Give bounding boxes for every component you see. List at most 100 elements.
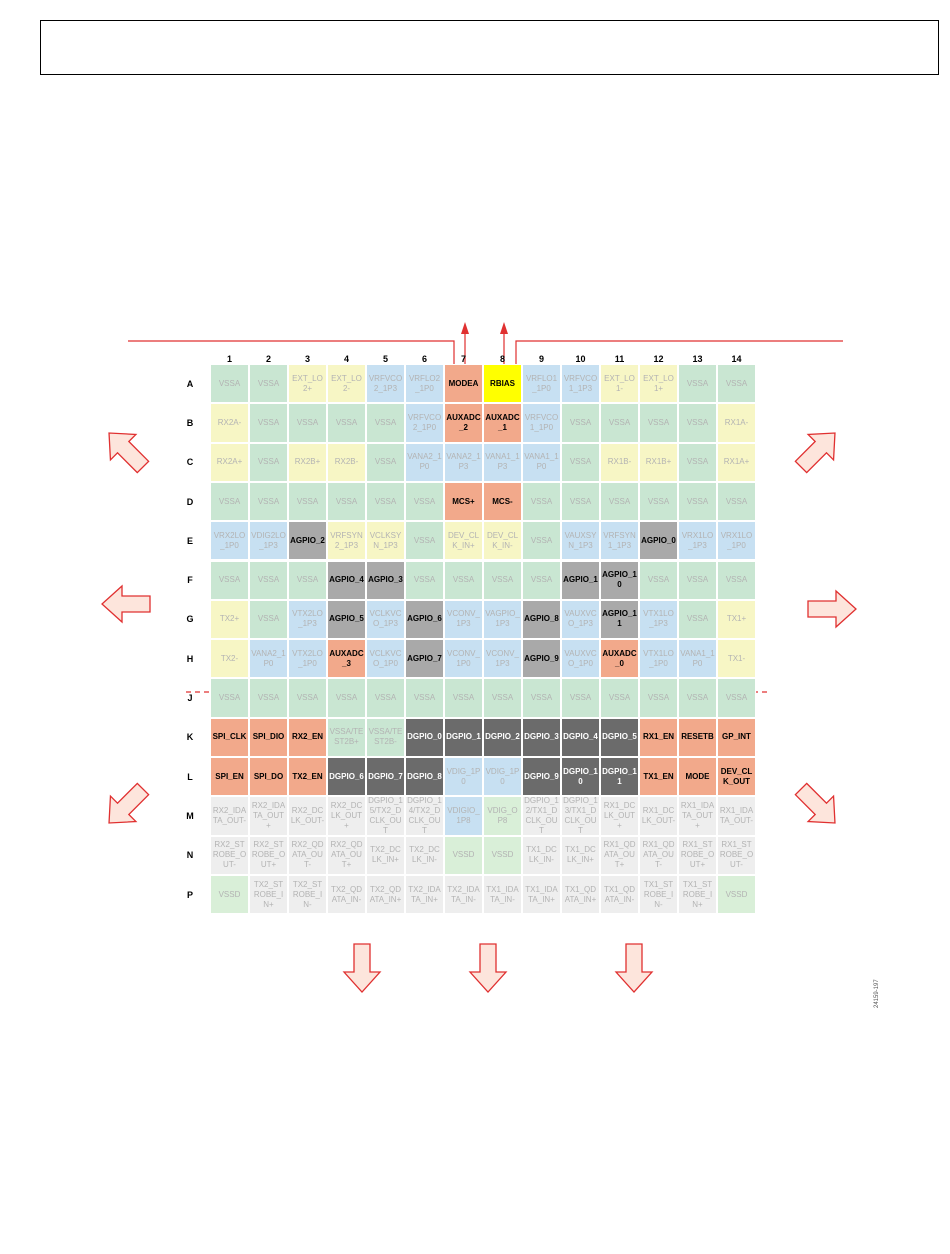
pin-cell: VSSA (522, 521, 561, 561)
arrow-down-left (108, 782, 150, 824)
pin-cell: EXT_LO1- (600, 364, 639, 404)
pin-cell: AGPIO_11 (600, 599, 639, 640)
pin-cell: AGPIO_1 (561, 560, 600, 600)
pin-cell: VSSA (483, 560, 522, 600)
row-label: D (186, 496, 194, 507)
pin-cell: AGPIO_4 (327, 560, 366, 600)
pin-cell: VSSA (561, 403, 600, 443)
pin-cell: VRFSYN2_1P3 (327, 521, 366, 561)
pin-cell: VCONV_1P3 (483, 639, 522, 679)
row-label: L (187, 771, 193, 782)
pin-cell: DGPIO_15/TX2_DCLK_OUT (366, 796, 405, 836)
arrow-down-2 (468, 943, 508, 993)
pin-cell: VANA2_1P0 (249, 639, 288, 679)
pin-cell: VRX1LO_1P0 (717, 521, 756, 561)
column-number: 2 (265, 354, 271, 364)
pin-cell: VSSA (405, 481, 444, 522)
pin-cell: VCONV_1P3 (444, 599, 483, 640)
column-number: 12 (653, 354, 664, 364)
column-number: 14 (731, 354, 742, 364)
pin-cell: RX2_IDATA_OUT+ (249, 796, 288, 836)
pin-cell: VSSA (678, 599, 717, 640)
pin-cell: SPI_DO (249, 757, 288, 797)
pin-cell: RX2_EN (288, 717, 327, 757)
pin-cell: TX1_DCLK_IN- (522, 835, 561, 875)
pin-cell: DGPIO_1 (444, 717, 483, 757)
pin-cell: VSSA (639, 678, 678, 718)
pin-cell: VANA2_1P0 (405, 442, 444, 482)
pin-cell: VSSA (678, 364, 717, 404)
pin-cell: VSSA (678, 560, 717, 600)
pin-cell: TX1_IDATA_IN+ (522, 874, 561, 915)
pin-cell: VSSA (444, 560, 483, 600)
pin-cell: RX1_QDATA_OUT- (639, 835, 678, 875)
pin-cell: TX1_IDATA_IN- (483, 874, 522, 915)
pin-cell: DGPIO_10 (561, 757, 600, 797)
pin-cell: AUXADC_3 (327, 639, 366, 679)
pin-cell: VSSA (444, 678, 483, 718)
row-label: M (186, 810, 194, 821)
pin-cell: VTX2LO_1P0 (288, 639, 327, 679)
pin-cell: VSSA (600, 481, 639, 522)
pin-cell: RX1_DCLK_OUT+ (600, 796, 639, 836)
row-label: C (186, 457, 194, 468)
pin-cell: AGPIO_2 (288, 521, 327, 561)
pin-cell: VSSA (366, 442, 405, 482)
pin-cell: VSSA (678, 481, 717, 522)
arrow-right (807, 589, 857, 629)
pin-cell: VDIGIO_1P8 (444, 796, 483, 836)
pin-cell: VSSA (327, 481, 366, 522)
pin-cell: TX2_EN (288, 757, 327, 797)
pin-cell: VAGPIO_1P3 (483, 599, 522, 640)
pin-cell: TX1- (717, 639, 756, 679)
pin-cell: AGPIO_5 (327, 599, 366, 640)
pin-cell: VSSA (249, 678, 288, 718)
column-number: 8 (499, 354, 505, 364)
pin-cell: RX2B+ (288, 442, 327, 482)
pin-cell: VSSA (210, 364, 249, 404)
pin-cell: VRX2LO_1P0 (210, 521, 249, 561)
pin-cell: VRX1LO_1P3 (678, 521, 717, 561)
row-label: A (186, 378, 194, 389)
pin-cell: VSSA (639, 560, 678, 600)
pin-cell: RX2B- (327, 442, 366, 482)
pin-cell: EXT_LO2- (327, 364, 366, 404)
pin-cell: DGPIO_12/TX1_DCLK_OUT (522, 796, 561, 836)
pin-cell: VANA1_1P0 (678, 639, 717, 679)
pin-cell: VRFSYN1_1P3 (600, 521, 639, 561)
pin-cell: DGPIO_9 (522, 757, 561, 797)
column-number: 7 (460, 354, 466, 364)
header-box (40, 20, 939, 75)
pin-cell: VSSA (405, 521, 444, 561)
pin-cell: TX2_STROBE_IN+ (249, 874, 288, 915)
pin-cell: VTX1LO_1P0 (639, 639, 678, 679)
pin-cell: TX1_STROBE_IN+ (678, 874, 717, 915)
pin-cell: VSSA (405, 678, 444, 718)
pin-cell: VDIG_OP8 (483, 796, 522, 836)
pin-cell: VSSA (522, 481, 561, 522)
pin-cell: VRFVCO1_1P0 (522, 403, 561, 443)
pin-cell: EXT_LO1+ (639, 364, 678, 404)
pin-cell: MCS+ (444, 481, 483, 522)
pin-cell: RX2_DCLK_OUT+ (327, 796, 366, 836)
pin-cell: VCLKVCO_1P0 (366, 639, 405, 679)
pin-cell: RX2A+ (210, 442, 249, 482)
pin-cell: VSSA (717, 481, 756, 522)
pin-cell: VSSA (600, 403, 639, 443)
pin-cell: VSSA (717, 678, 756, 718)
pin-cell: VSSA (678, 403, 717, 443)
pin-cell: RX1_EN (639, 717, 678, 757)
pin-cell: RX1_STROBE_OUT+ (678, 835, 717, 875)
pin-cell: RX2_IDATA_OUT- (210, 796, 249, 836)
pin-cell: VSSA (210, 560, 249, 600)
pin-cell: TX1_STROBE_IN- (639, 874, 678, 915)
pin-cell: GP_INT (717, 717, 756, 757)
pin-cell: TX2_IDATA_IN- (444, 874, 483, 915)
pin-cell: VSSA (639, 403, 678, 443)
pin-cell: AGPIO_8 (522, 599, 561, 640)
pin-cell: AGPIO_0 (639, 521, 678, 561)
right-feed-line (515, 340, 843, 370)
pin-cell: VSSA (249, 442, 288, 482)
pin-cell: AUXADC_0 (600, 639, 639, 679)
up-arrow-head-col8 (500, 322, 508, 334)
